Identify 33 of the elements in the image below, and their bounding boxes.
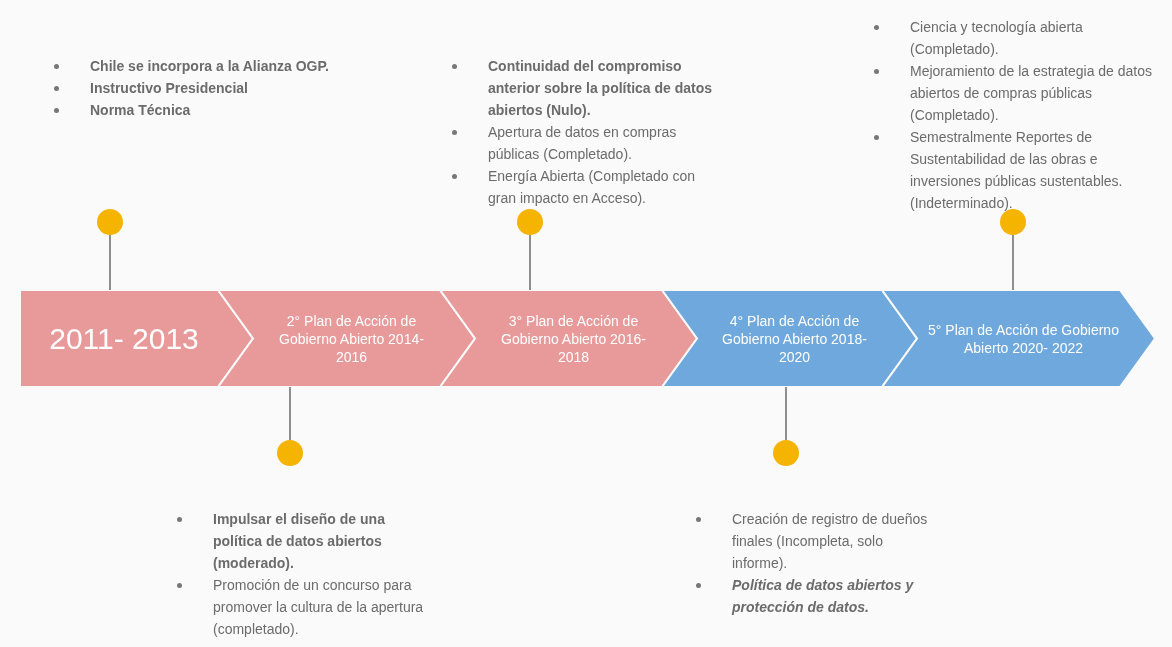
timeline-dot xyxy=(773,440,799,466)
plan-label: 2° Plan de Acción de Gobierno Abierto 2014- 2016 xyxy=(278,311,425,366)
bullet-item: Semestralmente Reportes de Sustentabilidad de las obras e inversiones públicas sustentables.(Indeterminado). xyxy=(870,126,1172,214)
bullet-item: Norma Técnica xyxy=(50,99,330,121)
plan-label: 3° Plan de Acción de Gobierno Abierto 2016- 2018 xyxy=(500,311,647,366)
bullet-item: Ciencia y tecnología abierta (Completado). xyxy=(870,16,1172,60)
plan-label: 5° Plan de Acción de Gobierno Abierto 2020- 2022 xyxy=(927,320,1120,357)
connector-line xyxy=(529,234,531,291)
connector-line xyxy=(1012,234,1014,291)
timeline-dot xyxy=(1000,209,1026,235)
bullet-item: Apertura de datos en compras públicas (Completado). xyxy=(448,121,718,165)
bullet-item: Creación de registro de dueños finales (Incompleta, solo informe). xyxy=(692,508,942,574)
chevron-shape xyxy=(882,290,1155,387)
bullet-item: Chile se incorpora a la Alianza OGP. xyxy=(50,55,330,77)
bullet-item: Impulsar el diseño de una política de datos abiertos (moderado). xyxy=(173,508,433,574)
bullet-item: Instructivo Presidencial xyxy=(50,77,330,99)
bullet-item: Política de datos abiertos y protección de datos. xyxy=(692,574,942,618)
bullet-item: Mejoramiento de la estrategia de datos abiertos de compras públicas (Completado). xyxy=(870,60,1172,126)
chevron-shape xyxy=(20,290,253,387)
bullet-item: Promoción de un concurso para promover la cultura de la apertura (completado). xyxy=(173,574,433,640)
chevron-shape xyxy=(662,290,917,387)
timeline-dot xyxy=(517,209,543,235)
connector-line xyxy=(785,386,787,441)
timeline-dot xyxy=(97,209,123,235)
bullet-item: Continuidad del compromiso anterior sobre la política de datos abiertos (Nulo). xyxy=(448,55,718,121)
chevron-shape xyxy=(218,290,475,387)
connector-line xyxy=(289,386,291,441)
bullet-item: Energía Abierta (Completado con gran impacto en Acceso). xyxy=(448,165,718,209)
period-label: 2011- 2013 xyxy=(48,320,200,357)
connector-line xyxy=(109,234,111,291)
chevron-shape xyxy=(440,290,697,387)
timeline-dot xyxy=(277,440,303,466)
plan-label: 4° Plan de Acción de Gobierno Abierto 2018- 2020 xyxy=(721,311,868,366)
